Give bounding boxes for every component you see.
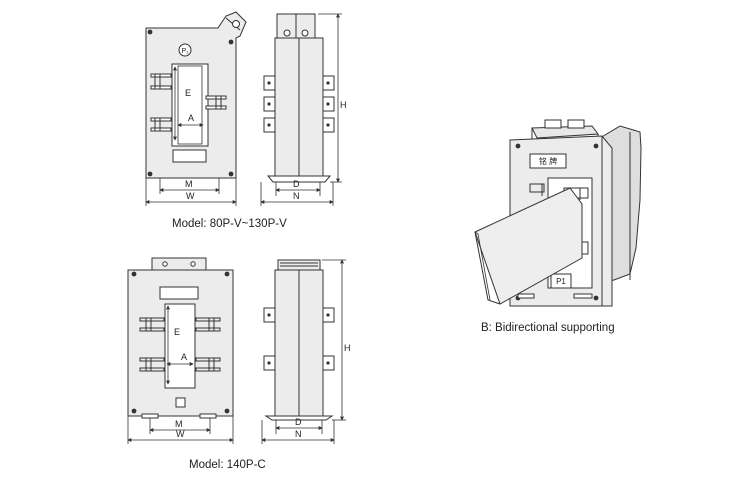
label-d-140: D [295, 417, 302, 427]
side-view-80pv: H D N [260, 13, 347, 206]
caption-model-140: Model: 140P-C [189, 459, 266, 471]
p1-label: P₁ [181, 48, 189, 55]
front-view-140pc: E A M W [127, 257, 234, 444]
front-view-80pv: P₁ E A M W [145, 11, 247, 206]
side-view-140pc: H D N [261, 259, 351, 444]
bidirectional-support-view: 铭 牌 P1 [474, 119, 642, 307]
p1-box-label: P1 [556, 277, 566, 286]
label-d: D [293, 179, 300, 189]
label-n-140: N [295, 429, 302, 439]
label-m: M [185, 179, 193, 189]
label-h: H [340, 100, 347, 110]
label-a: A [188, 113, 194, 123]
label-m-140: M [175, 419, 183, 429]
nameplate-label: 铭 牌 [539, 156, 557, 166]
label-h-140: H [344, 343, 351, 353]
label-e: E [185, 88, 191, 98]
label-n: N [293, 191, 300, 201]
label-e-140: E [174, 327, 180, 337]
label-w-140: W [176, 429, 185, 439]
label-a-140: A [181, 352, 187, 362]
caption-model-80: Model: 80P-V~130P-V [172, 218, 287, 230]
label-w: W [186, 191, 195, 201]
caption-bidirectional: B: Bidirectional supporting [481, 322, 615, 334]
